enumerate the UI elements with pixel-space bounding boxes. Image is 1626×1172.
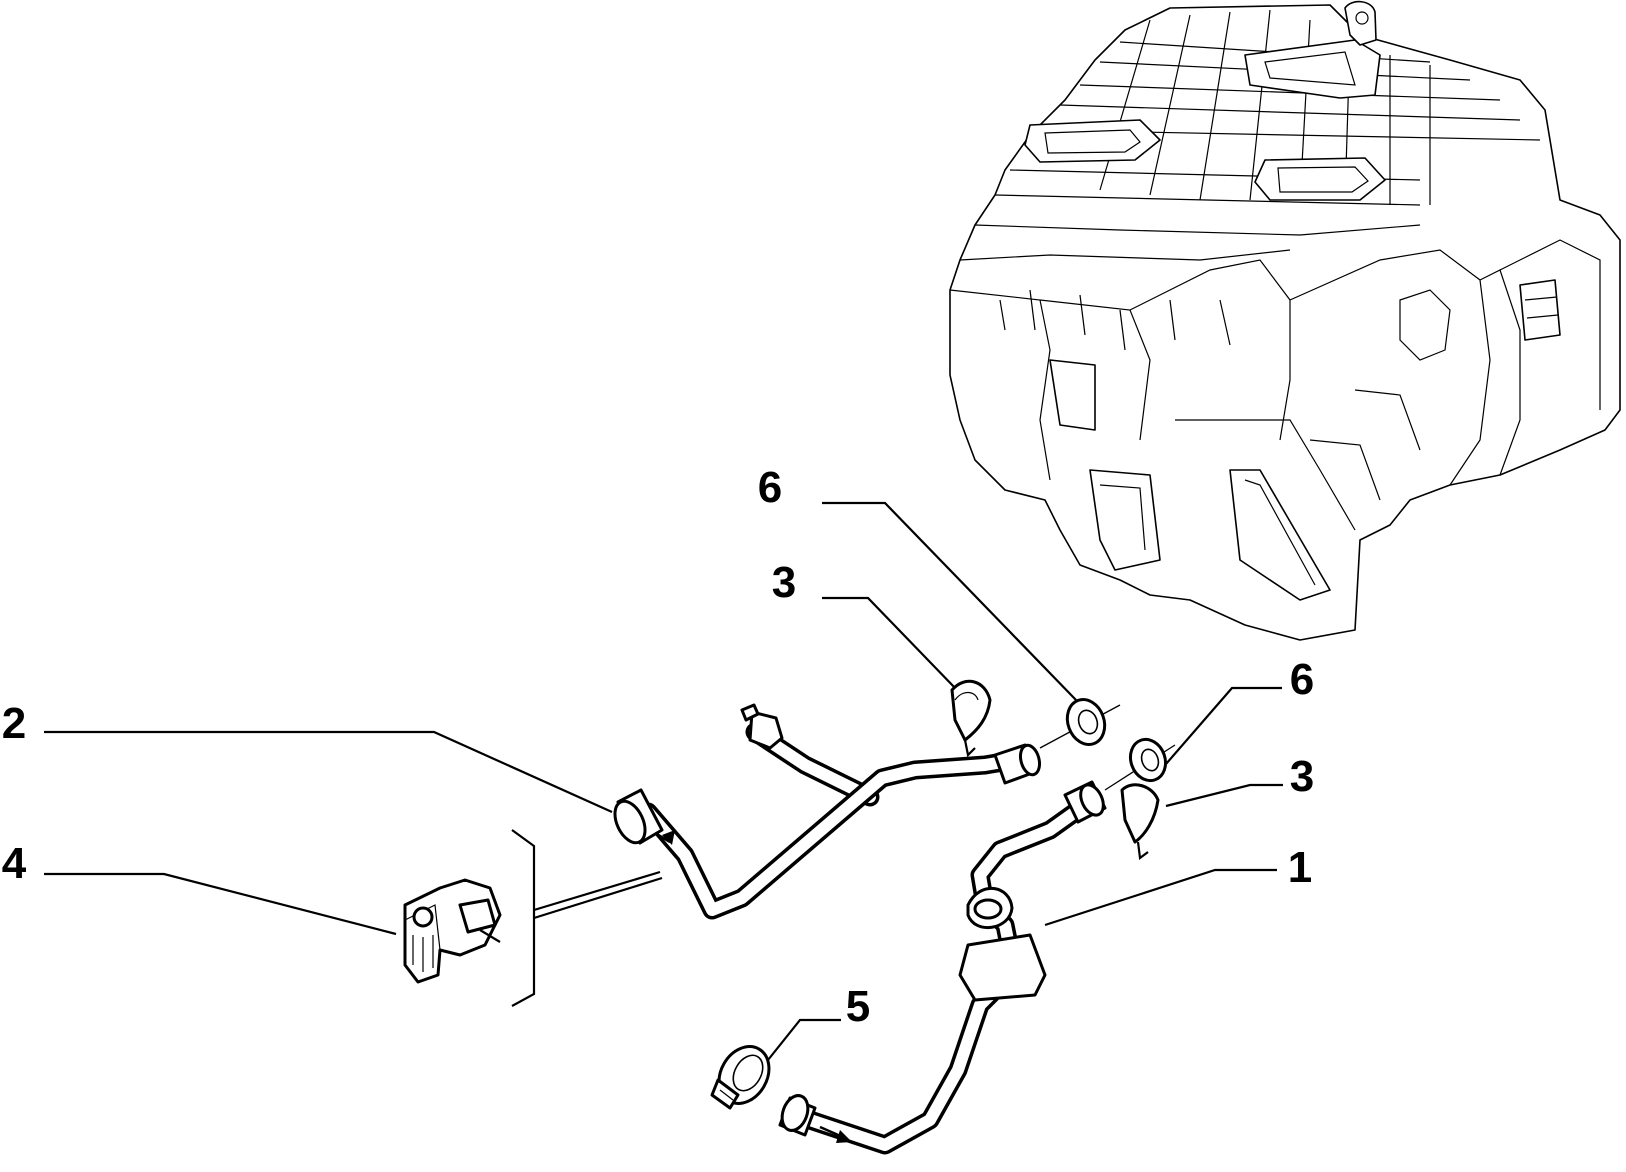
hvac-unit-drawing xyxy=(949,0,1621,641)
clip-item-3-right xyxy=(1120,783,1160,861)
pipe-holder-item-4 xyxy=(403,878,502,984)
leader-callout-6-upper xyxy=(822,501,1077,701)
bracket-item-4 xyxy=(511,829,536,1007)
callout-6-upper: 6 xyxy=(758,463,782,512)
o-ring-item-6-upper xyxy=(1039,698,1121,749)
hose-clamp-item-5 xyxy=(710,1045,771,1110)
pipe-2-valve-stub xyxy=(748,710,784,750)
pipe-1-sleeve xyxy=(958,933,1047,1002)
o-ring-item-6-right xyxy=(1104,737,1176,791)
callout-3-right: 3 xyxy=(1290,752,1314,801)
pipe-1 xyxy=(778,780,1107,1155)
leader-callout-3-right xyxy=(1165,783,1283,808)
leader-callout-6-right xyxy=(1165,686,1282,765)
leader-callout-4 xyxy=(44,872,397,936)
pipe-2 xyxy=(613,703,1042,920)
callout-3-upper: 3 xyxy=(772,558,796,607)
callout-4: 4 xyxy=(2,839,27,888)
callout-5: 5 xyxy=(846,982,870,1031)
callout-2: 2 xyxy=(2,699,26,748)
callout-6-right: 6 xyxy=(1290,655,1314,704)
leader-callout-3-upper xyxy=(822,596,958,691)
leader-callout-2 xyxy=(44,730,613,814)
leader-callout-1 xyxy=(1044,868,1277,927)
leader-lines xyxy=(44,501,1283,1066)
callout-1: 1 xyxy=(1288,843,1312,892)
leader-callout-5 xyxy=(763,1018,841,1066)
clip-item-3-upper xyxy=(950,679,992,758)
callouts: 6 3 2 4 6 3 1 5 xyxy=(2,463,1314,1031)
